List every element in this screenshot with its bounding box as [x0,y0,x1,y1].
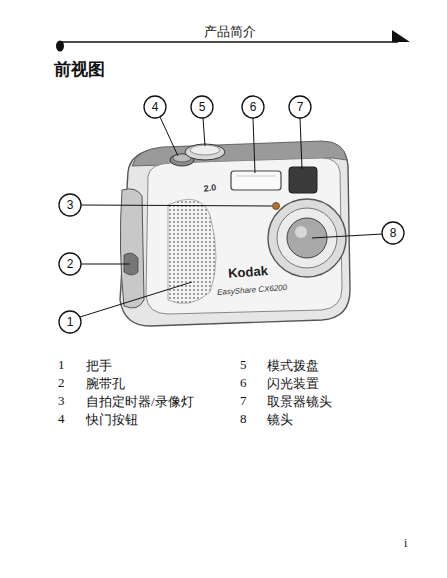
part-name: 快门按钮 [86,411,138,429]
header-rule [60,41,398,43]
callout-number: 7 [297,100,304,114]
leader-lines [80,117,382,317]
part-name: 镜头 [267,411,293,429]
callout-number: 4 [152,100,159,114]
part-name: 取景器镜头 [267,393,332,411]
grip-texture [168,199,216,303]
callout-number: 8 [390,226,397,240]
grip [120,189,144,308]
callout-number: 6 [250,100,257,114]
lens-inner-ring [277,208,337,268]
list-number: 8 [240,411,247,427]
section-header: 产品简介 [204,23,256,41]
front-panel [146,158,342,314]
callout-number: 2 [67,257,74,271]
callout-number: 1 [67,315,74,329]
lens-glint [295,226,307,238]
list-number: 2 [58,375,65,391]
part-name: 自拍定时器/录像灯 [86,393,194,411]
callout-number: 5 [199,100,206,114]
callout-number: 3 [67,198,74,212]
header-arrow [392,30,410,42]
list-number: 3 [58,393,65,409]
lens-ring [268,199,346,277]
camera-marking: 2.0 [203,182,216,193]
list-number: 7 [240,393,247,409]
list-number: 5 [240,357,247,373]
part-name: 把手 [86,357,112,375]
header-bullet [56,41,64,52]
list-number: 4 [58,411,65,427]
viewfinder-lens [289,167,317,193]
list-number: 1 [58,357,65,373]
list-number: 6 [240,375,247,391]
brand-logo: Kodak [228,263,269,281]
page-title: 前视图 [54,58,105,81]
part-name: 模式拨盘 [267,357,319,375]
mode-dial [185,144,225,160]
callout-circles [59,96,404,333]
self-timer-lamp [273,203,280,210]
part-name: 腕带孔 [86,375,125,393]
page-number: i [404,536,407,551]
part-name: 闪光装置 [267,375,319,393]
flash-window [231,171,281,190]
flash-glint [236,176,276,177]
camera-body [120,142,350,326]
mode-dial-top [190,145,220,155]
lens-glass [287,218,327,258]
